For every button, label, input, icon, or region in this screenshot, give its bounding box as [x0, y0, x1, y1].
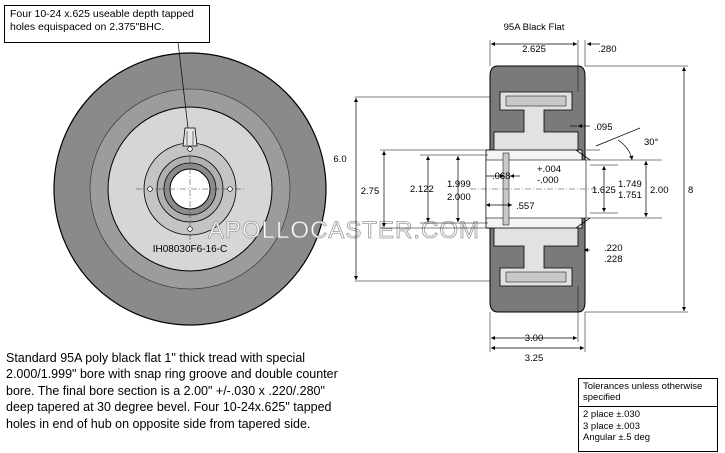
tapped-holes-callout: Four 10-24 x.625 useable depth tapped ho… [4, 5, 210, 43]
watermark: APOLLOCASTER.COM [208, 217, 480, 244]
dim-tol-plus: +.004 [537, 164, 561, 175]
description-line-3: bore. The final bore section is a 2.00" … [6, 383, 325, 398]
tapped-hole-boss [182, 127, 198, 147]
tolerance-row-angular: Angular ±.5 deg [583, 432, 651, 443]
tapped-hole-bottom [187, 226, 193, 232]
tolerance-row-3place: 3 place ±.003 [583, 420, 640, 432]
tapped-hole-top [187, 146, 193, 152]
tolerance-row-2place: 2 place ±.030 [583, 409, 640, 420]
dim-tol-minus: -.000 [537, 175, 559, 186]
dim-dia-8: 8 [688, 185, 693, 196]
dim-dia-1625: 1.625 [592, 185, 616, 196]
wheel-front-view [53, 41, 327, 326]
dim-width-325: 3.25 [525, 353, 544, 364]
dim-068: .068 [492, 171, 511, 182]
dim-width-2625: 2.625 [522, 44, 546, 55]
callout-line-2: holes equispaced on 2.375"BHC. [10, 21, 165, 33]
dimension-lines [353, 41, 687, 351]
dim-220: .220 [604, 243, 623, 254]
wheel-section-view [470, 65, 600, 313]
dim-angle-30: 30° [644, 137, 659, 148]
product-description: Standard 95A poly black flat 1" thick tr… [6, 350, 416, 432]
dim-dia-2122: 2.122 [410, 184, 434, 195]
description-line-5: holes in end of hub on opposite side fro… [6, 416, 311, 431]
dim-bore-1999: 1.999 [447, 179, 471, 190]
dim-dia-275: 2.75 [361, 186, 380, 197]
dim-095: .095 [594, 122, 613, 133]
description-line-1: Standard 95A poly black flat 1" thick tr… [6, 351, 306, 365]
dim-dia-1749: 1.749 [618, 179, 642, 190]
description-line-2: 2.000/1.999" bore with snap ring groove … [6, 367, 338, 382]
tapped-hole-left [147, 186, 153, 192]
extension-lines [355, 40, 688, 352]
tolerances-table: Tolerances unless otherwise specified 2 … [578, 378, 718, 452]
tapped-hole-right [227, 186, 233, 192]
tolerances-header: Tolerances unless otherwise specified [579, 379, 717, 407]
section-title: 95A Black Flat [504, 22, 565, 33]
dim-dia-1751: 1.751 [618, 190, 642, 201]
dimension-labels: 2.625 .280 .095 30° 6.0 2.75 2.122 1.999… [333, 44, 693, 364]
description-line-4: deep tapered at 30 degree bevel. Four 10… [6, 400, 332, 415]
dim-228: .228 [604, 254, 623, 265]
dim-width-300: 3.00 [525, 333, 544, 344]
dim-557: .557 [516, 201, 535, 212]
part-number: IH08030F6-16-C [153, 244, 227, 255]
dim-dia-60: 6.0 [333, 154, 346, 165]
dim-280: .280 [598, 44, 617, 55]
callout-line-1: Four 10-24 x.625 useable depth tapped [10, 8, 194, 20]
dim-dia-200: 2.00 [650, 185, 669, 196]
dim-bore-2000: 2.000 [447, 192, 471, 203]
